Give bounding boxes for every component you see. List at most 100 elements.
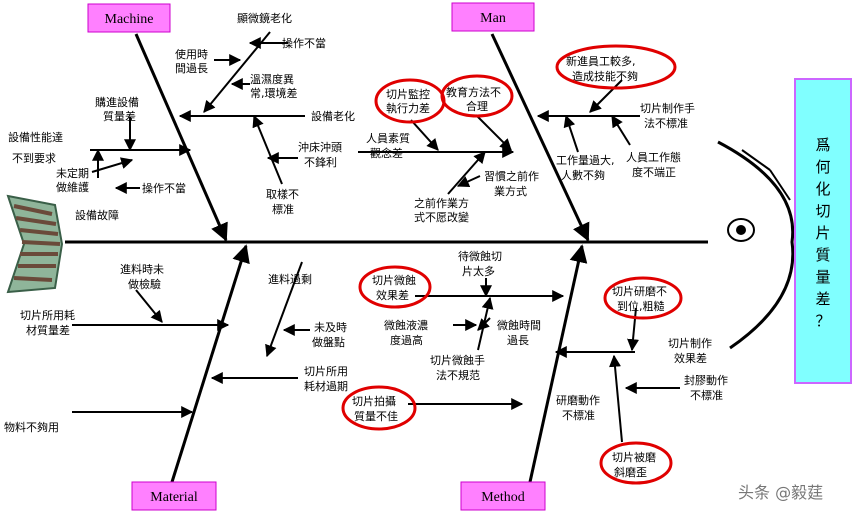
fish-tail-icon: [6, 194, 64, 294]
category-material-label: Material: [150, 490, 198, 505]
cause-etch-time-line2: 過長: [507, 334, 529, 347]
cause-consumable-quality-line2: 材質量差: [26, 323, 70, 337]
cause-attitude-line1: 人員工作態: [626, 150, 681, 164]
cause-waiting-line2: 片太多: [462, 264, 495, 278]
cause-punch-blunt-line1: 沖床沖頭: [298, 140, 342, 154]
cause-grinding-line1: 切片研磨不: [612, 285, 667, 298]
problem-char: 化: [815, 180, 830, 198]
cause-grinding-action-line1: 研磨動作: [556, 393, 600, 407]
cause-photo-line1: 切片拍攝: [352, 394, 396, 408]
highlight-rings: [341, 44, 683, 485]
cause-no-inventory-line1: 未及時: [314, 321, 347, 334]
cause-tilt-line2: 斜磨歪: [614, 466, 647, 479]
cause-concentration-line1: 微蝕液濃: [384, 318, 428, 332]
cause-habit-line1: 習慣之前作: [484, 169, 539, 183]
problem-char: 質: [815, 246, 830, 264]
watermark-text: 头条 @毅莛: [738, 483, 823, 502]
category-machine: Machine: [87, 3, 171, 33]
cause-new-staff-line1: 新進員工較多,: [566, 54, 636, 68]
problem-char: 量: [815, 268, 830, 286]
cause-microscope-aging: 顯微鏡老化: [237, 11, 292, 25]
highlight-ring-monitor: [374, 78, 446, 124]
cause-equipment-aging: 設備老化: [311, 109, 355, 123]
cause-grinding-action-line2: 不標准: [562, 408, 595, 422]
cause-sealing-line1: 封膠動作: [684, 373, 728, 387]
cause-etch-technique-line2: 法不規范: [436, 368, 480, 382]
cause-expired-line1: 切片所用: [304, 365, 348, 378]
problem-statement: 爲何化切片質量差 ？: [815, 136, 830, 330]
highlight-ring-edu-method: [440, 74, 514, 118]
cause-etch-effect-line2: 效果差: [376, 288, 409, 302]
cause-purchase-quality-line2: 質量差: [103, 109, 136, 123]
category-method-label: Method: [481, 490, 525, 505]
cause-photo-line2: 質量不佳: [354, 409, 398, 423]
cause-sampling-line2: 標准: [272, 202, 294, 216]
fish-head-icon: [717, 140, 795, 350]
cause-edu-method-line2: 合理: [466, 99, 488, 113]
cause-quality-line1: 人員素質: [366, 131, 410, 145]
cause-sampling-line1: 取樣不: [266, 187, 299, 201]
cause-insufficient: 物料不夠用: [4, 420, 59, 434]
material-causes: 進料時未 做檢驗 切片所用耗 材質量差 進料過剩 未及時 做盤點 切片所用 耗材…: [4, 262, 348, 434]
branch-arrows: [72, 31, 680, 443]
cause-punch-blunt-line2: 不鋒利: [304, 155, 337, 169]
cause-long-use-time-line2: 間過長: [175, 62, 208, 75]
highlight-ring-tilt: [599, 441, 673, 485]
main-bones: [134, 33, 590, 483]
cause-no-maintenance-line1: 未定期: [56, 166, 89, 180]
highlight-ring-grinding: [603, 276, 683, 320]
cause-purchase-quality-line1: 購進設備: [95, 95, 139, 109]
category-man-label: Man: [480, 11, 506, 26]
problem-char: 片: [815, 224, 830, 242]
cause-temp-humidity-line1: 溫濕度異: [250, 72, 294, 86]
problem-char: 差: [815, 290, 830, 308]
cause-etch-effect-line1: 切片微蝕: [372, 273, 416, 287]
cause-making-method-line1: 切片制作手: [640, 101, 695, 115]
cause-temp-humidity-line2: 常,環境差: [250, 86, 298, 100]
category-machine-label: Machine: [105, 12, 154, 27]
cause-monitor-line2: 執行力差: [386, 101, 430, 115]
bone-material: [170, 244, 250, 483]
cause-excess-incoming: 進料過剩: [268, 272, 312, 286]
cause-concentration-line2: 度過高: [390, 333, 423, 347]
cause-waiting-line1: 待微蝕切: [458, 249, 502, 263]
cause-grinding-line2: 到位,粗糙: [617, 299, 665, 313]
cause-monitor-line1: 切片監控: [386, 87, 430, 101]
problem-box: 爲何化切片質量差 ？: [794, 78, 852, 384]
highlight-ring-new-staff: [555, 44, 677, 90]
cause-performance-line1: 設備性能達: [8, 130, 63, 144]
category-material: Material: [131, 481, 217, 511]
cause-workload-line2: 人數不夠: [561, 169, 605, 182]
cause-tilt-line1: 切片被磨: [612, 451, 656, 464]
cause-long-use-time-line1: 使用時: [175, 48, 208, 61]
problem-char: 爲: [815, 136, 830, 154]
cause-method-unchanged-line2: 式不愿改變: [414, 210, 469, 224]
cause-incoming-line1: 進料時未: [120, 262, 164, 276]
machine-causes: 顯微鏡老化 操作不當 使用時 間過長 溫濕度異 常,環境差 設備老化 購進設備 …: [8, 11, 355, 222]
cause-new-staff-line2: 造成技能不夠: [572, 69, 638, 83]
highlight-ring-etch-effect: [358, 265, 432, 309]
cause-edu-method-line1: 教育方法不: [446, 85, 501, 99]
problem-char: 何: [815, 158, 830, 176]
cause-no-inventory-line2: 做盤點: [312, 335, 345, 349]
cause-making-method-line2: 法不標准: [644, 116, 688, 130]
cause-making-effect-line1: 切片制作: [668, 337, 712, 350]
problem-char: ？: [815, 312, 830, 330]
cause-equipment-fault: 設備故障: [75, 208, 119, 222]
man-causes: 切片監控 執行力差 教育方法不 合理 人員素質 觀念差 習慣之前作 業方式 之前…: [366, 54, 695, 224]
cause-habit-line2: 業方式: [494, 184, 527, 198]
cause-etch-time-line1: 微蝕時間: [497, 318, 541, 332]
category-method: Method: [460, 481, 546, 511]
bone-man: [490, 33, 590, 242]
method-causes: 切片微蝕 效果差 待微蝕切 片太多 微蝕液濃 度過高 微蝕時間 過長 切片微蝕手…: [352, 249, 728, 479]
cause-no-maintenance-line2: 做維護: [56, 180, 89, 194]
problem-char: 切: [815, 202, 830, 220]
cause-attitude-line2: 度不端正: [632, 165, 676, 179]
category-man: Man: [451, 2, 535, 32]
cause-expired-line2: 耗材過期: [304, 379, 348, 393]
cause-performance-line2: 不到要求: [12, 152, 56, 165]
cause-sealing-line2: 不標准: [690, 388, 723, 402]
cause-method-unchanged-line1: 之前作業方: [414, 196, 469, 210]
bone-method: [528, 244, 588, 483]
